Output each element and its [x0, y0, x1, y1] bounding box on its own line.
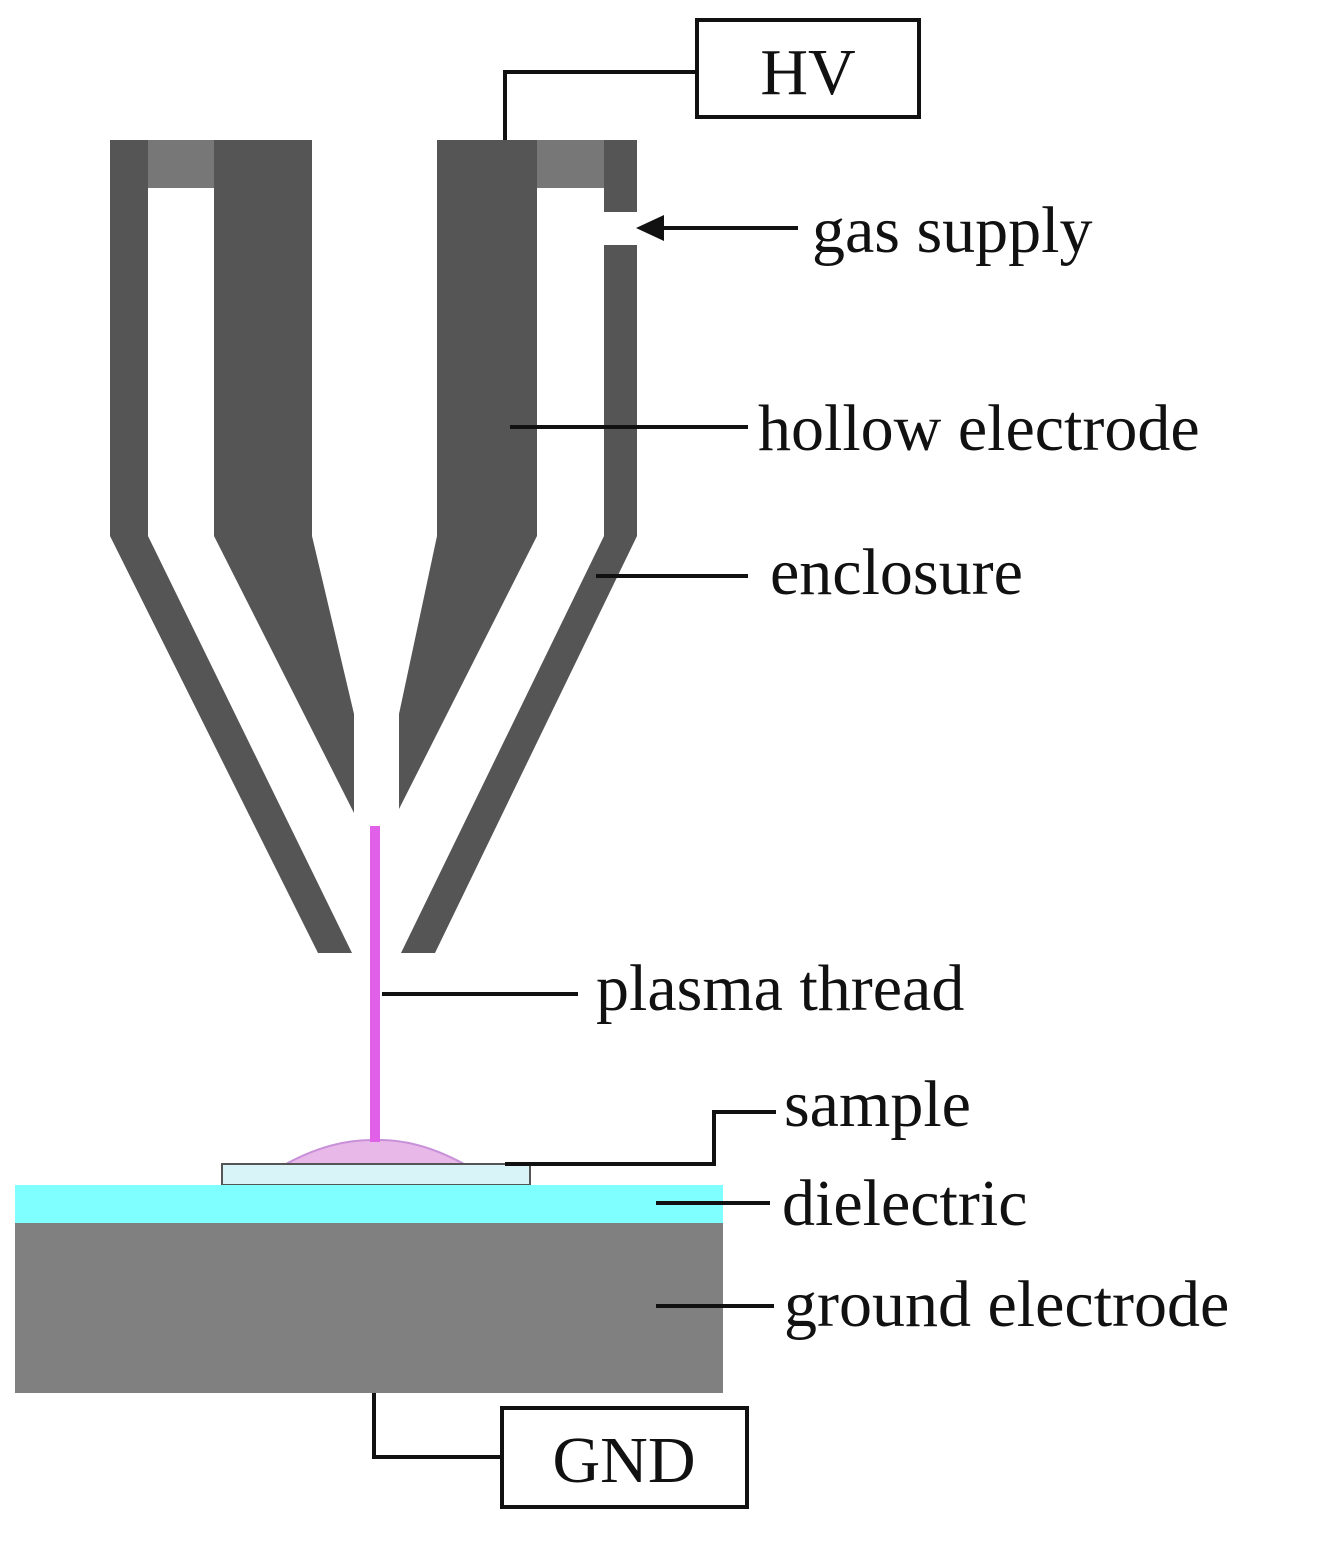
insulator-cap-left — [148, 140, 214, 188]
gas-supply-label: gas supply — [812, 194, 1093, 267]
hollow-electrode-left — [214, 140, 354, 813]
sample-label: sample — [784, 1068, 971, 1141]
insulator-cap-right — [537, 140, 604, 188]
dielectric — [15, 1185, 723, 1223]
plasma-thread — [370, 826, 380, 1142]
gnd-wire — [372, 1393, 502, 1459]
hv-box — [695, 18, 921, 119]
enclosure-left-wall — [110, 140, 352, 953]
hv-wire — [503, 70, 697, 140]
sample-leader — [505, 1110, 776, 1166]
plasma-glow — [285, 1139, 465, 1165]
gnd-label: GND — [553, 1424, 696, 1497]
gas-supply-arrowhead — [636, 215, 664, 241]
ground-electrode — [15, 1223, 723, 1393]
sample — [221, 1163, 531, 1186]
ground-electrode-label: ground electrode — [784, 1268, 1229, 1341]
gnd-box — [500, 1406, 749, 1509]
dielectric-label: dielectric — [782, 1167, 1028, 1240]
enclosure-label: enclosure — [770, 536, 1023, 609]
enclosure-right-wall-lower — [401, 245, 637, 953]
hollow-electrode-label: hollow electrode — [758, 392, 1200, 465]
enclosure-right-wall-upper — [604, 140, 637, 212]
hollow-electrode-right — [399, 140, 537, 809]
hv-label: HV — [760, 36, 855, 109]
plasma-thread-label: plasma thread — [596, 952, 964, 1025]
